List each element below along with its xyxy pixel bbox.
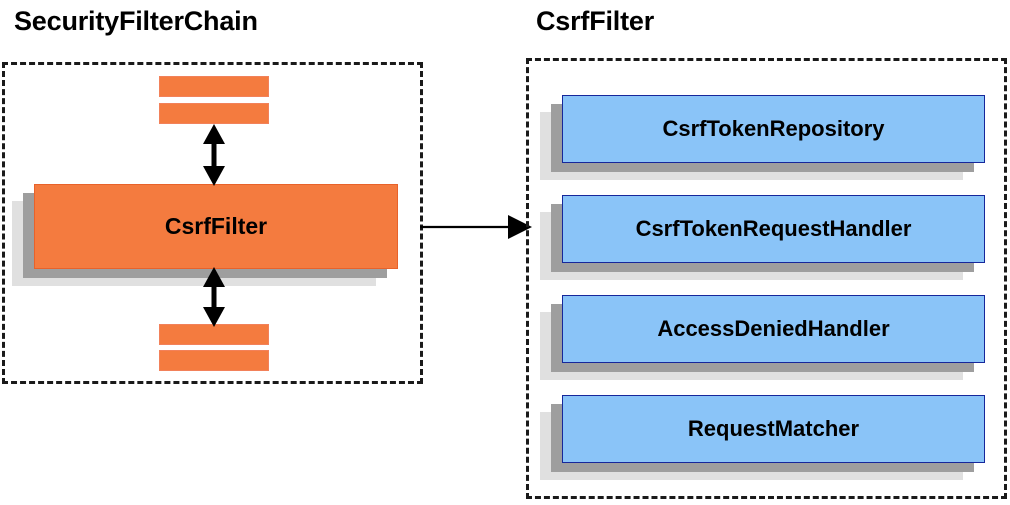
filter-bar-bottom-2 <box>159 350 269 371</box>
filter-bar-top-2 <box>159 103 269 124</box>
collaborator-box-csrf-token-repository[interactable]: CsrfTokenRepository <box>540 95 985 180</box>
csrf-filter-box[interactable]: CsrfFilter <box>12 184 398 286</box>
collaborator-label: CsrfTokenRepository <box>562 95 985 163</box>
collaborator-box-access-denied-handler[interactable]: AccessDeniedHandler <box>540 295 985 380</box>
double-arrow-down-icon <box>203 267 225 327</box>
connector-arrow-icon <box>420 215 532 239</box>
csrf-filter-box-label: CsrfFilter <box>34 184 398 269</box>
collaborator-box-csrf-token-request-handler[interactable]: CsrfTokenRequestHandler <box>540 195 985 280</box>
page-title-security-filter-chain: SecurityFilterChain <box>14 6 258 36</box>
collaborator-label: AccessDeniedHandler <box>562 295 985 363</box>
collaborator-box-request-matcher[interactable]: RequestMatcher <box>540 395 985 480</box>
collaborator-label: CsrfTokenRequestHandler <box>562 195 985 263</box>
security-filter-chain-panel <box>2 62 423 384</box>
csrf-filter-panel <box>526 58 1007 499</box>
collaborator-label: RequestMatcher <box>562 395 985 463</box>
filter-bar-bottom-1 <box>159 324 269 345</box>
filter-bar-top-1 <box>159 76 269 97</box>
page-title-csrf-filter: CsrfFilter <box>536 6 655 36</box>
double-arrow-up-icon <box>203 124 225 186</box>
